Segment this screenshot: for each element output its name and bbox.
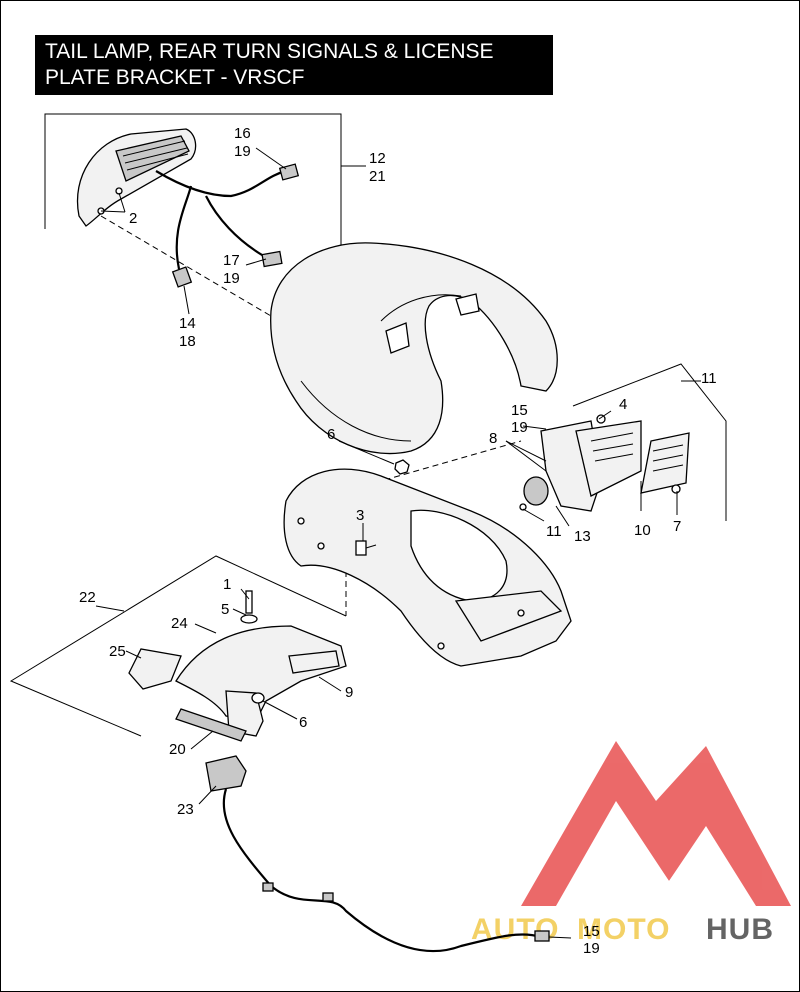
title-line-2: PLATE BRACKET - VRSCF xyxy=(45,66,305,89)
group-11-bracket xyxy=(572,363,727,521)
bracket-piece-25 xyxy=(128,648,182,690)
callout-19-b: 19 xyxy=(223,270,240,287)
callout-8: 8 xyxy=(489,430,497,447)
callout-19-a: 19 xyxy=(234,143,251,160)
callout-2: 2 xyxy=(129,210,137,227)
callout-6-a: 6 xyxy=(327,426,335,443)
callout-11-a: 11 xyxy=(701,370,717,387)
title-line-1: TAIL LAMP, REAR TURN SIGNALS & LICENSE xyxy=(45,40,494,63)
logo-word-moto: MOTO xyxy=(577,913,670,946)
callout-9: 9 xyxy=(345,684,353,701)
callout-4: 4 xyxy=(619,396,627,413)
callout-labels: 16 19 12 21 2 17 19 14 18 11 4 15 19 6 8… xyxy=(79,125,717,957)
callout-16: 16 xyxy=(234,125,251,142)
callout-24: 24 xyxy=(171,615,188,632)
callout-12: 12 xyxy=(369,150,386,167)
callout-14: 14 xyxy=(179,315,196,332)
callout-22: 22 xyxy=(79,589,96,606)
callout-25: 25 xyxy=(109,643,126,660)
callout-7: 7 xyxy=(673,518,681,535)
fastener-3 xyxy=(355,540,377,556)
callout-18: 18 xyxy=(179,333,196,350)
logo-word-hub: HUB xyxy=(706,913,774,946)
callout-5: 5 xyxy=(221,601,229,618)
callout-17: 17 xyxy=(223,252,240,269)
license-plate-bracket xyxy=(175,590,347,737)
plate-bracket-assembly xyxy=(519,414,690,512)
leader-lines xyxy=(100,147,678,939)
callout-6-b: 6 xyxy=(299,714,307,731)
group-12-bracket xyxy=(44,113,366,301)
tail-lamp xyxy=(76,128,197,227)
callout-19-c: 19 xyxy=(511,419,528,436)
logo-triangle-inner xyxy=(601,836,736,906)
fender-support-frame xyxy=(283,468,572,667)
license-lamp-wire xyxy=(222,788,550,953)
callout-20: 20 xyxy=(169,741,186,758)
logo-triangle-outer xyxy=(521,741,791,906)
fastener-6-upper xyxy=(394,459,410,475)
group-22-bracket xyxy=(9,555,347,737)
callout-13: 13 xyxy=(574,528,591,545)
license-lamp-23 xyxy=(205,755,247,792)
callout-15-a: 15 xyxy=(511,402,528,419)
callout-3: 3 xyxy=(356,507,364,524)
watermark-logo: AUTO MOTO HUB xyxy=(471,741,791,946)
callout-1: 1 xyxy=(223,576,231,593)
callout-21: 21 xyxy=(369,168,386,185)
callout-19-d: 19 xyxy=(583,940,600,957)
title-box: TAIL LAMP, REAR TURN SIGNALS & LICENSE P… xyxy=(35,35,553,95)
callout-10: 10 xyxy=(634,522,651,539)
assembly-line-1 xyxy=(100,215,272,317)
callout-15-b: 15 xyxy=(583,923,600,940)
callout-11-b: 11 xyxy=(546,523,562,540)
license-lamp-strip-20 xyxy=(175,708,247,742)
callout-23: 23 xyxy=(177,801,194,818)
